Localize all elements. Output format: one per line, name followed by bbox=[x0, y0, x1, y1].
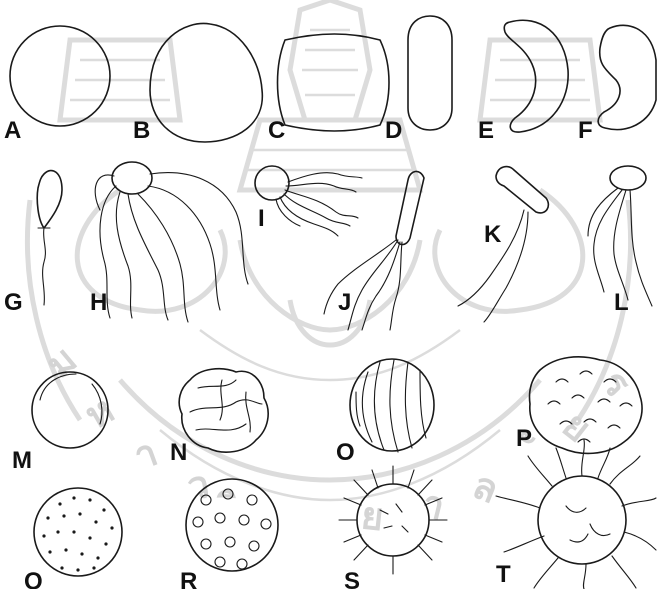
svg-text:า: า bbox=[128, 429, 163, 479]
cell-f-vibrio bbox=[598, 25, 656, 129]
cell-o-striated bbox=[350, 359, 434, 452]
cell-t-hairy bbox=[496, 440, 656, 589]
cell-k-polar bbox=[458, 167, 548, 322]
label-n: N bbox=[170, 439, 187, 466]
svg-text:า: า bbox=[418, 480, 450, 529]
label-t: T bbox=[496, 561, 511, 588]
label-f: F bbox=[578, 117, 593, 144]
svg-text:ล: ล bbox=[467, 462, 505, 512]
svg-text:ห: ห bbox=[77, 386, 121, 438]
cell-l-bipolar bbox=[588, 166, 652, 306]
label-e: E bbox=[478, 117, 494, 144]
label-m: M bbox=[12, 447, 32, 474]
label-g: G bbox=[4, 289, 23, 316]
cell-b-oval bbox=[150, 24, 262, 142]
cell-g-monotrichous bbox=[37, 171, 62, 305]
label-s: S bbox=[344, 568, 360, 589]
cell-r-spotted bbox=[186, 479, 278, 571]
label-i: I bbox=[258, 205, 265, 232]
svg-text:ย: ย bbox=[554, 402, 599, 451]
label-b: B bbox=[133, 117, 150, 144]
watermark-seal: ม ห า ว ิ ย า ล ั ย ร bbox=[27, 0, 640, 539]
label-q: Q bbox=[24, 568, 43, 589]
cell-q-dotted bbox=[34, 488, 122, 576]
cell-i-lophotrichous bbox=[255, 166, 362, 236]
cell-d-rod bbox=[408, 16, 452, 130]
label-o: O bbox=[336, 439, 355, 466]
label-p: P bbox=[516, 425, 532, 452]
label-j: J bbox=[338, 289, 351, 316]
label-a: A bbox=[4, 117, 21, 144]
label-d: D bbox=[385, 117, 402, 144]
label-r: R bbox=[180, 568, 197, 589]
label-h: H bbox=[90, 289, 107, 316]
label-c: C bbox=[268, 117, 285, 144]
label-l: L bbox=[614, 289, 629, 316]
cell-e-vibrio bbox=[504, 20, 568, 132]
label-k: K bbox=[484, 221, 502, 248]
